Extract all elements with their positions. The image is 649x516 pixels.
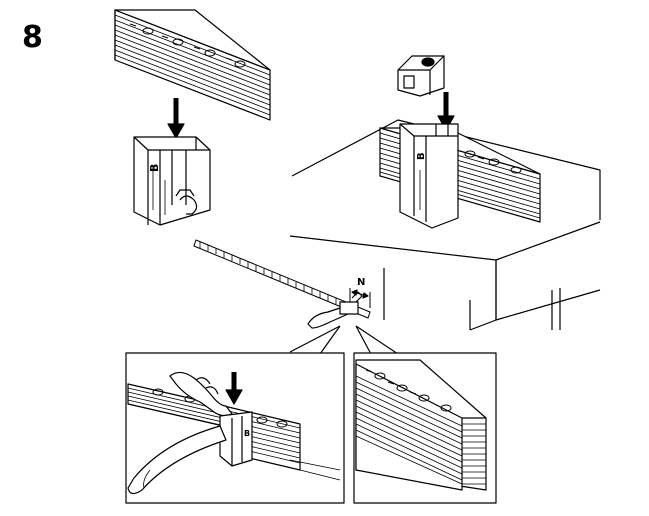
detail-view-result [353, 352, 497, 504]
dimension-label-n: N [357, 277, 365, 288]
arrow-down-icon [225, 372, 243, 405]
detail-view-clamping: B [125, 352, 345, 504]
part-letter-b-left: B [148, 164, 161, 172]
clamp-tool [307, 291, 363, 329]
part-letter-b-right: B [416, 152, 427, 160]
dimension-n: N [349, 277, 371, 308]
measuring-rule [193, 239, 371, 319]
laminated-panel-top-left [114, 9, 271, 121]
clip-part [397, 55, 445, 97]
tabletop [289, 119, 601, 331]
arrow-down-icon [437, 92, 455, 131]
step-number: 8 [22, 20, 43, 55]
clip-letter-b: B [244, 429, 250, 438]
arrow-down-icon [167, 98, 185, 139]
bracket-part-b: B [133, 136, 211, 226]
callout-pointers [289, 325, 399, 357]
bracket-part-b-mounted: B [399, 123, 459, 229]
